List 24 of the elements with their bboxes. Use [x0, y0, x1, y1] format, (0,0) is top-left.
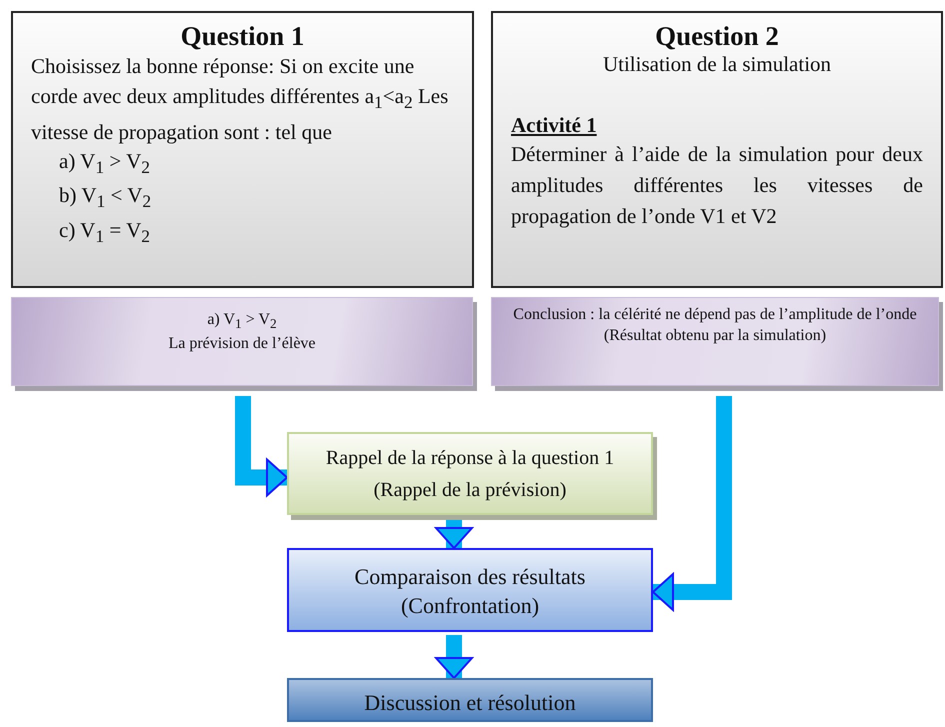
- answer-option: c) V$_{1}$ = V$_{2}$: [31, 216, 454, 250]
- conclusion-text: Conclusion : la célérité ne dépend pas de l’amplitude de l’onde (Résultat obtenu par la simulation): [512, 305, 918, 346]
- question-heading: Question 2: [654, 21, 780, 51]
- block-arrow: [435, 517, 473, 549]
- step-text: Discussion et résolution: [363, 690, 577, 716]
- step-text: (Rappel de la prévision): [372, 478, 568, 503]
- step-text: Rappel de la réponse à la question 1: [324, 446, 616, 471]
- answer-option: b) V$_{1}$ < V$_{2}$: [31, 181, 454, 216]
- step-text: (Confrontation): [400, 592, 540, 620]
- question-box: [491, 11, 943, 288]
- question-subtitle: Utilisation de la simulation: [602, 51, 832, 77]
- caption-text: La prévision de l’élève: [167, 334, 317, 354]
- step-box: [287, 548, 653, 632]
- block-arrow: [652, 396, 732, 611]
- block-arrow: [235, 396, 288, 496]
- question-heading: Question 1: [180, 21, 306, 51]
- question-box: [11, 11, 474, 288]
- step-text: Comparaison des résultats: [354, 563, 586, 591]
- activity-text: Déterminer à l’aide de la simulation pour deux amplitudes différentes les vitesses de propagation de l’onde V1 et V2: [511, 141, 923, 230]
- answer-option: a) V$_{1}$ > V$_{2}$: [31, 147, 454, 182]
- step-box: [287, 678, 653, 722]
- answer-text: a) V$_{1}$ > V$_{2}$: [206, 310, 278, 334]
- block-arrow: [435, 635, 473, 679]
- activity-heading: Activité 1: [511, 112, 597, 139]
